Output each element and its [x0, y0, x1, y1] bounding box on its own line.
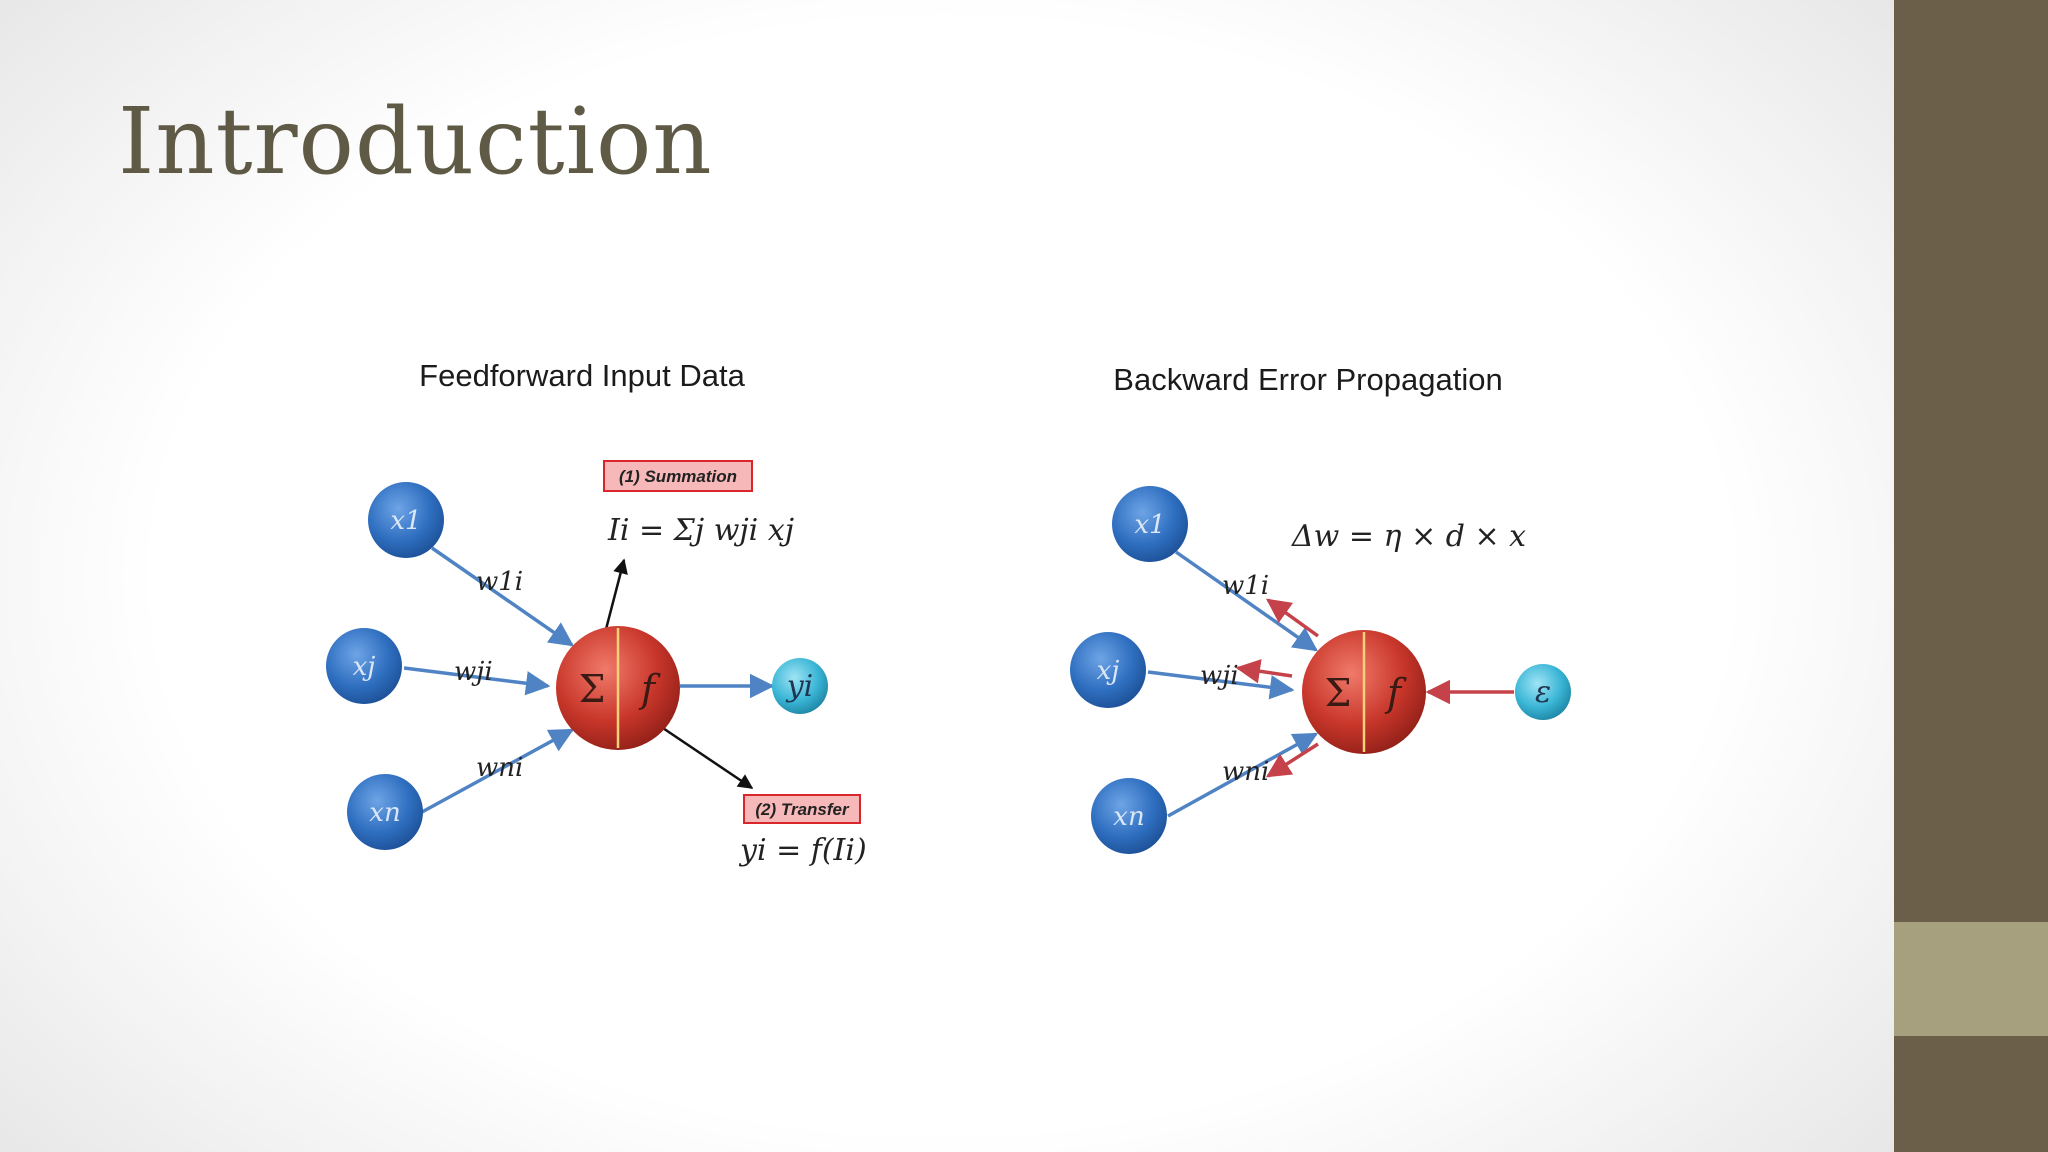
sum-symbol: Σ: [579, 667, 606, 711]
backward-heading: Backward Error Propagation: [1113, 362, 1502, 397]
slide-title: Introduction: [118, 88, 713, 195]
error-label-epsilon: ε: [1535, 675, 1551, 710]
weight-label-wni: wni: [476, 753, 523, 783]
output-node-yi: [772, 658, 828, 714]
edge-xj-to-neuron: [403, 666, 551, 696]
back-edge-xj-to-neuron: [1147, 670, 1295, 700]
back-weight-label-wji: wji: [1200, 661, 1239, 691]
back-input-label-x1: x1: [1134, 510, 1165, 540]
back-input-node-xn: [1091, 778, 1167, 854]
output-label-yi: yi: [785, 669, 814, 704]
edge-x1-to-neuron: [431, 546, 575, 647]
weight-label-w1i: w1i: [476, 567, 523, 597]
back-input-label-xj: xj: [1097, 656, 1120, 686]
back-weight-label-w1i: w1i: [1222, 571, 1269, 601]
transfer-tag-text: (2) Transfer: [755, 800, 850, 819]
summation-tag-text: (1) Summation: [619, 467, 737, 486]
back-sum-symbol: Σ: [1325, 671, 1352, 715]
transfer-equation: yi = f(Ii): [738, 833, 867, 868]
input-label-xn: xn: [369, 798, 400, 828]
summation-equation: Ii = Σj wji xj: [607, 513, 794, 548]
feedforward-heading: Feedforward Input Data: [419, 358, 745, 393]
back-input-node-xj: [1070, 632, 1146, 708]
feedforward-panel: Feedforward Input Data w1i wji wni x1 xj…: [326, 358, 867, 868]
input-node-xj: [326, 628, 402, 704]
input-node-x1: [368, 482, 444, 558]
error-arrow-wji: [1235, 659, 1293, 684]
input-label-xj: xj: [353, 652, 376, 682]
input-label-x1: x1: [390, 506, 421, 536]
error-node-epsilon: [1515, 664, 1571, 720]
summation-tag: [603, 460, 753, 492]
sidebar-band-top: [1894, 0, 2048, 922]
sidebar-band-bottom: [1894, 1036, 2048, 1152]
edge-xn-to-neuron: [421, 728, 575, 814]
back-input-node-x1: [1112, 486, 1188, 562]
error-arrow-w1i: [1266, 598, 1320, 638]
back-edge-x1-to-neuron: [1174, 550, 1319, 652]
error-arrow-wni: [1265, 742, 1319, 778]
input-node-xn: [347, 774, 423, 850]
sidebar-band-accent: [1894, 922, 2048, 1036]
weight-update-equation: Δw = η × d × x: [1291, 519, 1526, 554]
backward-panel: Backward Error Propagation w1i wji wni x…: [1070, 362, 1571, 854]
back-edge-xn-to-neuron: [1167, 732, 1319, 818]
back-weight-label-wni: wni: [1222, 757, 1269, 787]
weight-label-wji: wji: [454, 657, 493, 687]
transfer-tag: [743, 794, 861, 824]
back-input-label-xn: xn: [1113, 802, 1144, 832]
